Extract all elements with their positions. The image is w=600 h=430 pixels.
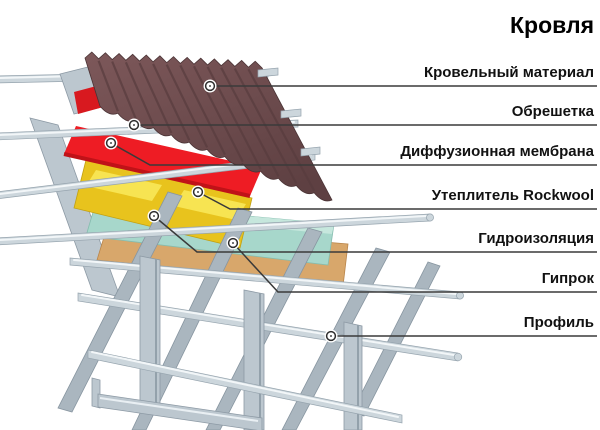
callout-dot-waterproofing [147, 209, 161, 223]
callout-dot-gyprock [226, 236, 240, 250]
label-lathing: Обрешетка [512, 103, 595, 120]
frame-rails [0, 213, 464, 362]
label-profile: Профиль [524, 314, 594, 331]
batten-stubs [257, 67, 321, 157]
callout-dots [104, 79, 338, 343]
layer-labels: Кровельный материал Обрешетка Диффузионн… [400, 64, 594, 331]
label-gyprock: Гипрок [542, 270, 595, 287]
frame-rail-lower-highlight [91, 351, 399, 418]
label-insulation: Утеплитель Rockwool [432, 187, 594, 204]
insulation-block-top [174, 190, 246, 220]
callout-dot-insulation [191, 185, 205, 199]
label-roofing: Кровельный материал [424, 64, 594, 81]
page-title: Кровля [510, 12, 594, 38]
callout-dot-roofing [203, 79, 217, 93]
callout-dot-lathing [127, 118, 141, 132]
label-membrane: Диффузионная мембрана [400, 143, 594, 160]
label-waterproofing: Гидроизоляция [478, 230, 594, 247]
insulation-block-top [86, 170, 162, 201]
callout-dot-profile [324, 329, 338, 343]
callout-leaders [110, 85, 597, 337]
callout-dot-membrane [104, 136, 118, 150]
frame-posts [139, 255, 363, 430]
floor-channel [91, 377, 263, 430]
